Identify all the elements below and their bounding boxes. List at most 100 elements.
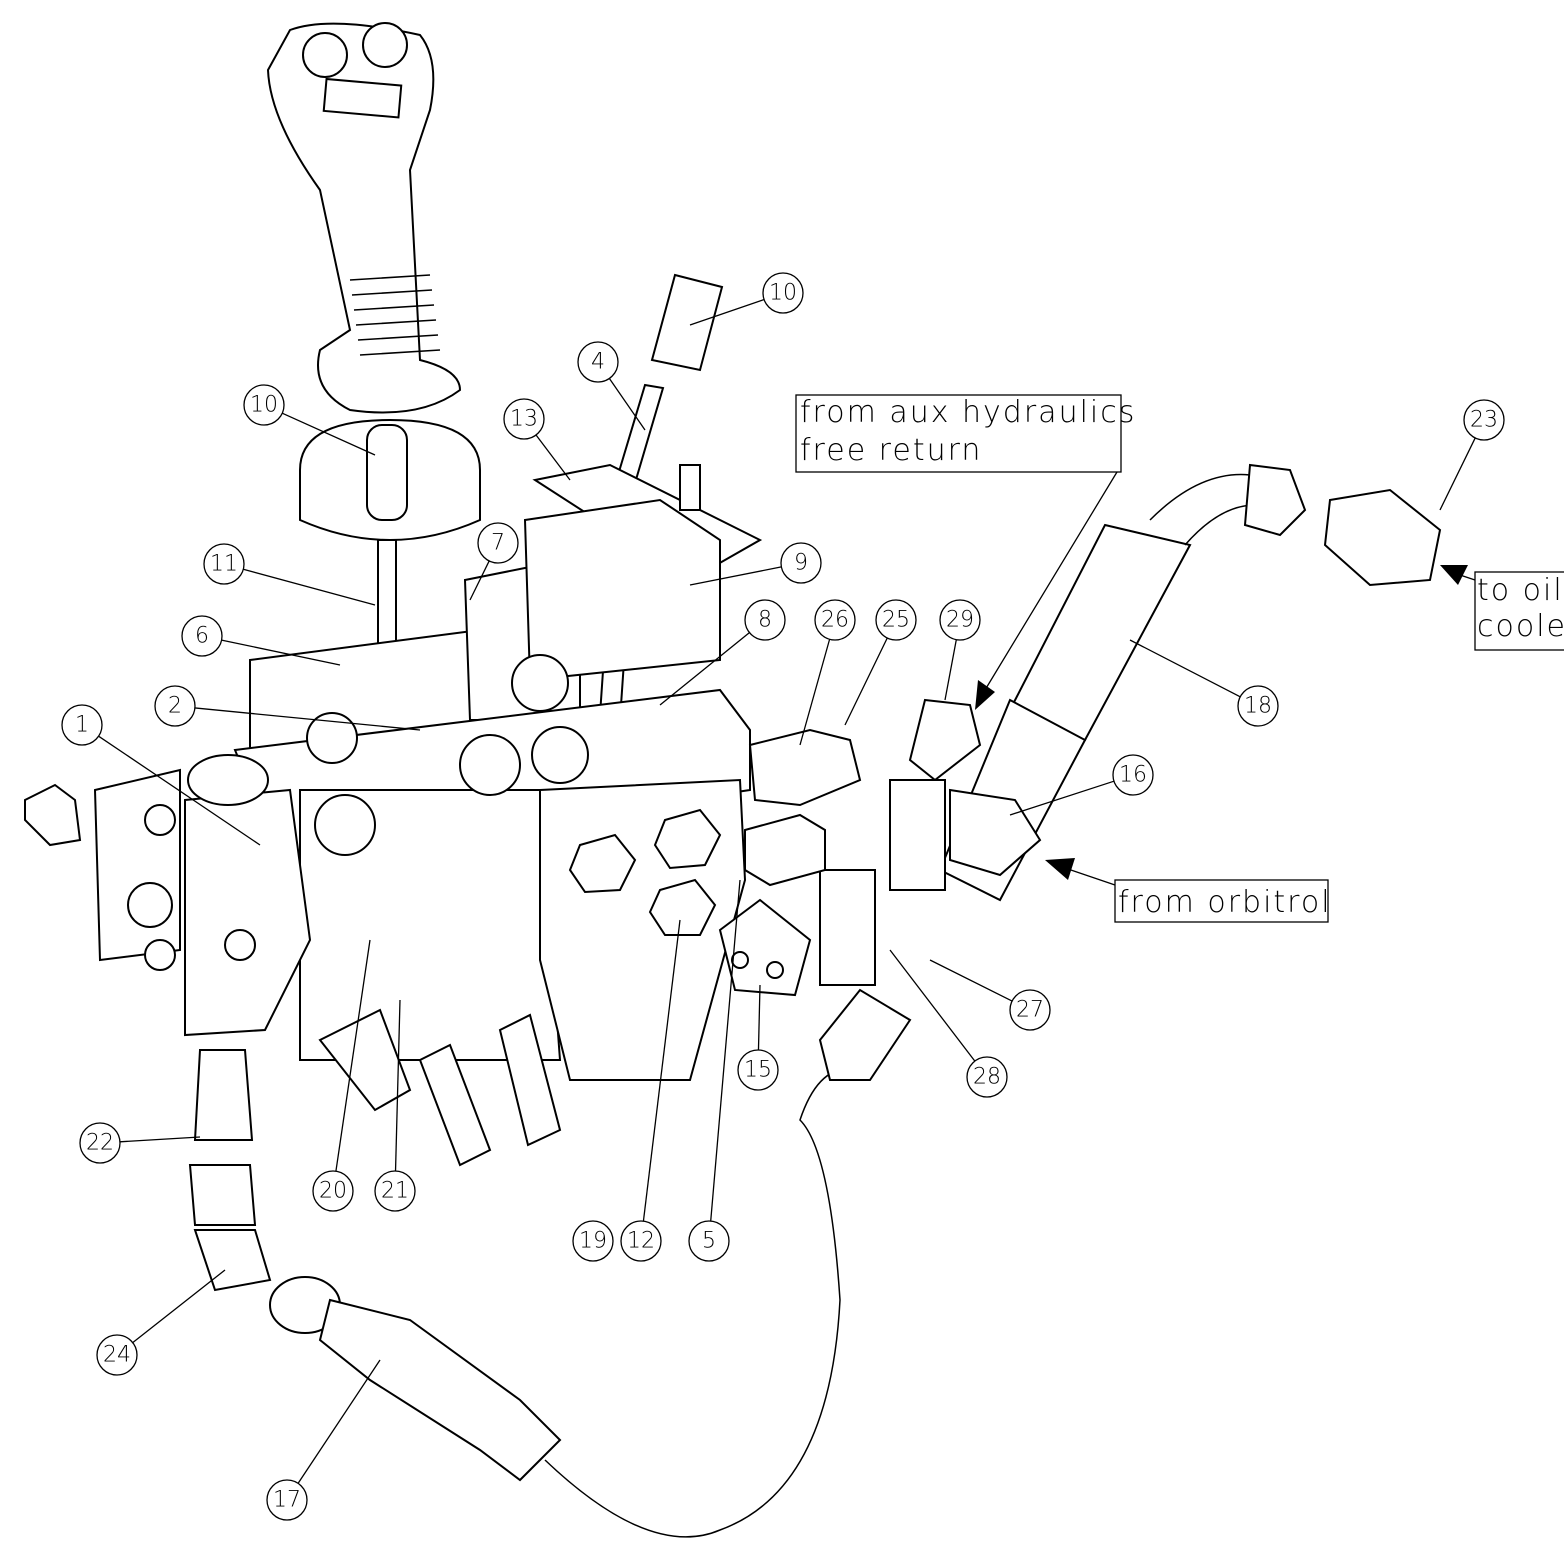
leader-line [710, 879, 741, 1222]
leader-line [335, 939, 371, 1172]
leader-line [757, 984, 761, 1051]
joystick [266, 22, 481, 761]
balloon-number: 2 [168, 694, 182, 719]
item-balloon: 25 [875, 599, 917, 641]
balloon-number: 16 [1119, 763, 1147, 788]
balloon-number: 29 [946, 608, 974, 633]
item-balloon: 10 [762, 272, 804, 314]
item-balloon: 18 [1237, 685, 1279, 727]
balloon-circle [79, 1122, 121, 1164]
leader-line [844, 637, 888, 726]
leader-line [799, 639, 831, 746]
balloon-number: 25 [882, 608, 910, 633]
item-balloon: 24 [96, 1334, 138, 1376]
balloon-number: 12 [627, 1229, 655, 1254]
item-balloon: 1 [61, 704, 103, 746]
item-balloon: 10 [243, 384, 285, 426]
item-balloon: 19 [572, 1220, 614, 1262]
item-balloon: 15 [737, 1049, 779, 1091]
leader-line [221, 639, 341, 666]
balloon-number: 10 [250, 393, 278, 418]
balloon-number: 13 [510, 407, 538, 432]
item-balloon: 28 [966, 1056, 1008, 1098]
balloon-number: 10 [769, 281, 797, 306]
valve-block [233, 498, 751, 1081]
balloon-circle [814, 599, 856, 641]
balloon-number: 24 [103, 1343, 131, 1368]
item-balloon: 27 [1009, 989, 1051, 1031]
balloon-circle [744, 599, 786, 641]
balloon-number: 27 [1016, 998, 1044, 1023]
leader-line [119, 1136, 201, 1143]
balloon-number: 19 [579, 1229, 607, 1254]
balloon-circle [154, 685, 196, 727]
leader-line [535, 434, 571, 481]
balloon-number: 4 [591, 350, 605, 375]
balloon-number: 11 [210, 552, 238, 577]
item-balloon: 17 [266, 1479, 308, 1521]
note-orbitrol-line1: from orbitrol [1118, 885, 1332, 920]
balloon-circle [243, 384, 285, 426]
leader-line [132, 1269, 226, 1344]
note-oil-line1: to oil [1477, 573, 1564, 608]
balloon-circle [939, 599, 981, 641]
leader-line [243, 568, 376, 606]
item-balloon: 12 [620, 1220, 662, 1262]
balloon-circle [312, 1170, 354, 1212]
balloon-circle [1112, 754, 1154, 796]
leader-line [689, 566, 782, 586]
balloon-number: 20 [319, 1179, 347, 1204]
balloon-circle [1463, 399, 1505, 441]
leader-line [944, 639, 957, 701]
balloon-circle [503, 398, 545, 440]
balloon-circle [875, 599, 917, 641]
balloon-circle [181, 615, 223, 657]
leader-line [1439, 437, 1476, 511]
leader-line [281, 412, 376, 456]
item-balloon: 9 [780, 542, 822, 584]
inlet-block [24, 754, 312, 1037]
balloon-number: 22 [86, 1131, 114, 1156]
item-balloon: 8 [744, 599, 786, 641]
balloon-circle [577, 341, 619, 383]
balloon-circle [762, 272, 804, 314]
item-balloon: 21 [374, 1170, 416, 1212]
note-orbitrol: from orbitrol [1045, 858, 1332, 923]
balloon-circle [572, 1220, 614, 1262]
balloon-number: 1 [75, 713, 89, 738]
hoses [188, 988, 912, 1538]
leader-line [642, 919, 681, 1222]
leader-line [1009, 780, 1115, 816]
balloon-circle [780, 542, 822, 584]
leader-line [194, 707, 421, 731]
balloon-circle [374, 1170, 416, 1212]
note-oil-line2: coole [1477, 609, 1564, 644]
item-balloon: 20 [312, 1170, 354, 1212]
leader-line [469, 560, 490, 601]
item-balloon: 6 [181, 615, 223, 657]
leader-line [608, 378, 646, 431]
note-aux-return: from aux hydraulics free return [795, 394, 1136, 710]
balloon-number: 17 [273, 1488, 301, 1513]
item-balloon: 22 [79, 1122, 121, 1164]
item-balloon: 11 [203, 543, 245, 585]
right-fittings [718, 463, 1442, 997]
leader-line [98, 735, 261, 846]
note-aux-line1: from aux hydraulics [800, 395, 1136, 430]
leader-line [297, 1359, 381, 1484]
leader-line [889, 949, 976, 1062]
balloon-circle [1009, 989, 1051, 1031]
note-aux-line2: free return [800, 433, 982, 468]
balloon-circle [266, 1479, 308, 1521]
item-balloon: 2 [154, 685, 196, 727]
balloon-circle [966, 1056, 1008, 1098]
balloon-number: 21 [381, 1179, 409, 1204]
balloon-number: 26 [821, 608, 849, 633]
balloon-number: 8 [758, 608, 772, 633]
item-balloon: 29 [939, 599, 981, 641]
balloon-number: 9 [794, 551, 808, 576]
balloon-number: 6 [195, 624, 209, 649]
leader-line [929, 959, 1013, 1002]
balloon-circle [737, 1049, 779, 1091]
